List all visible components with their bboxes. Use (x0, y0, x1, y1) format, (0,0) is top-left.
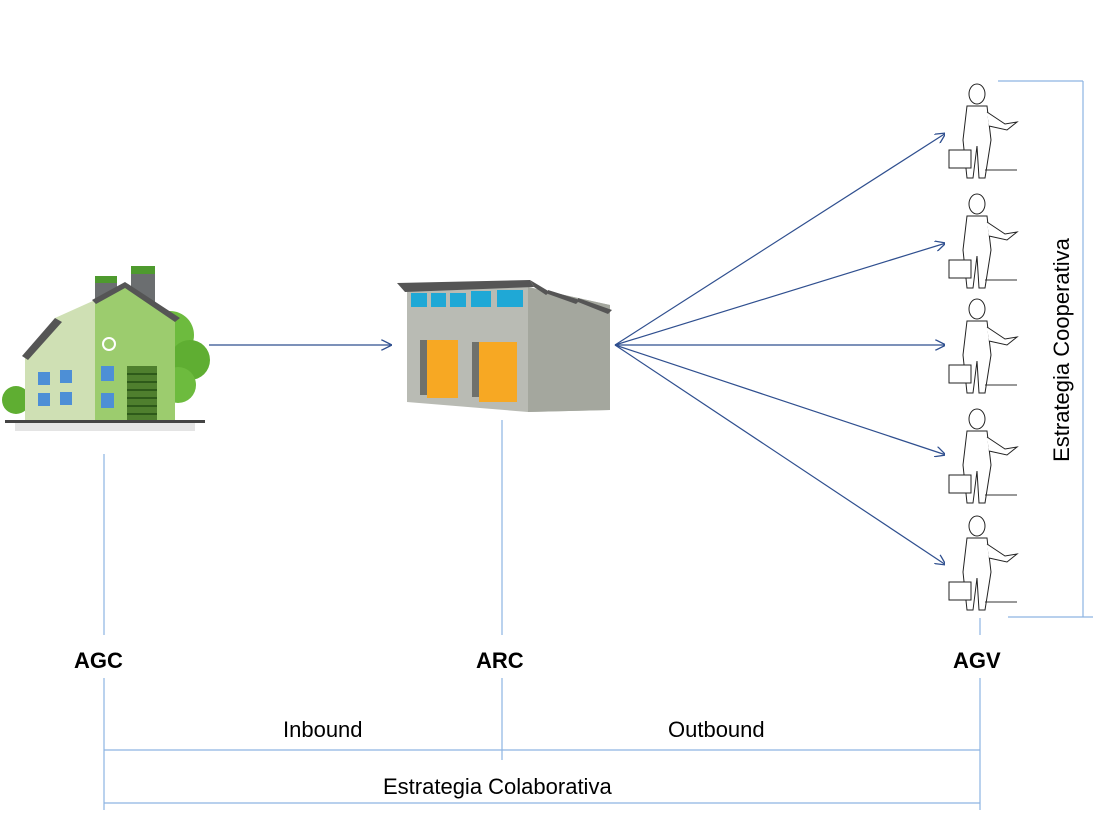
warehouse-icon (397, 280, 612, 412)
arc-label: ARC (476, 648, 524, 673)
salesman-icon (945, 295, 1019, 400)
outbound-label: Outbound (668, 717, 765, 742)
outbound-arrow (614, 344, 946, 565)
salesman-icon (945, 405, 1019, 510)
agv-label: AGV (953, 648, 1001, 673)
salesman-icon (945, 80, 1019, 185)
outbound-arrow (614, 344, 946, 455)
salesmen-group (945, 80, 1019, 617)
salesman-icon (945, 512, 1019, 617)
collaborative-strategy-label: Estrategia Colaborativa (383, 774, 612, 799)
salesman-icon (945, 190, 1019, 295)
outbound-arrow (614, 133, 946, 346)
outbound-arrow (614, 243, 946, 346)
factory-icon (2, 266, 210, 431)
cooperative-strategy-label: Estrategia Cooperativa (1049, 238, 1074, 462)
agc-label: AGC (74, 648, 123, 673)
outbound-arrows (614, 133, 946, 565)
inbound-label: Inbound (283, 717, 363, 742)
